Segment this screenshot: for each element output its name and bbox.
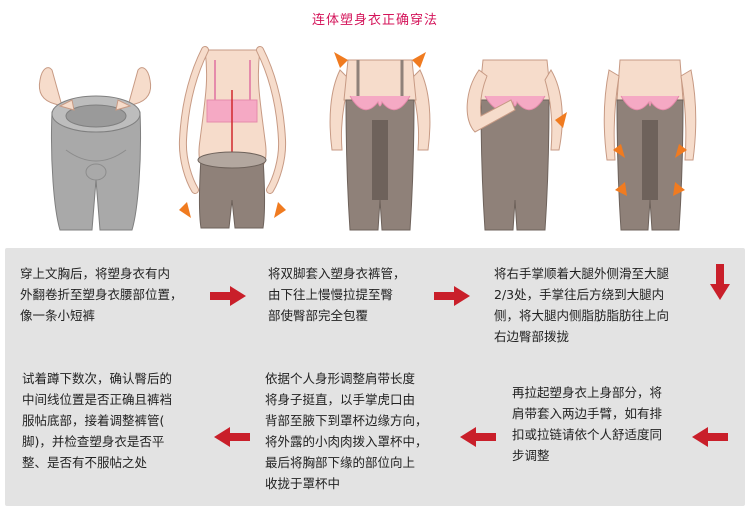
arrow-right-icon [210, 286, 246, 306]
page-title: 连体塑身衣正确穿法 [311, 13, 438, 28]
arrow-left-icon [460, 427, 496, 447]
step-2-text: 将双脚套入塑身衣裤管， 由下往上慢慢拉提至臀 部使臀部完全包覆 [268, 266, 406, 323]
arrow-right-icon [434, 286, 470, 306]
smooth-sides-illustration [603, 59, 697, 231]
arrow-left-icon [214, 427, 250, 447]
steps-panel [5, 248, 745, 506]
step-3-text: 将右手掌顺着大腿外侧滑至大腿 2/3处，手掌往后方绕到大腿内 侧，将大腿内侧脂肪… [494, 266, 670, 344]
rolled-bodysuit-illustration [38, 67, 152, 231]
step-1-text: 穿上文胸后，将塑身衣有内 外翻卷折至塑身衣腰部位置， 像一条小短裤 [20, 266, 183, 323]
scoop-breast-illustration [466, 59, 567, 231]
pull-up-shorts-illustration [178, 46, 287, 229]
step-4-text: 再拉起塑身衣上身部分，将 肩带套入两边手臂，如有排 扣或拉链请依个人舒适度同 步… [512, 385, 663, 463]
arrow-down-icon [710, 264, 730, 300]
step-6-text: 试着蹲下数次，确认臀后的 中间线位置是否正确且裤裆 服帖底部，接着调整裤管( 脚… [22, 371, 173, 470]
adjust-straps-illustration [329, 52, 431, 231]
arrow-left-icon [692, 427, 728, 447]
step-5-text: 依据个人身形调整肩带长度 将身子挺直，以手掌虎口由 背部至腋下到罩杯边缘方向， … [265, 371, 428, 491]
